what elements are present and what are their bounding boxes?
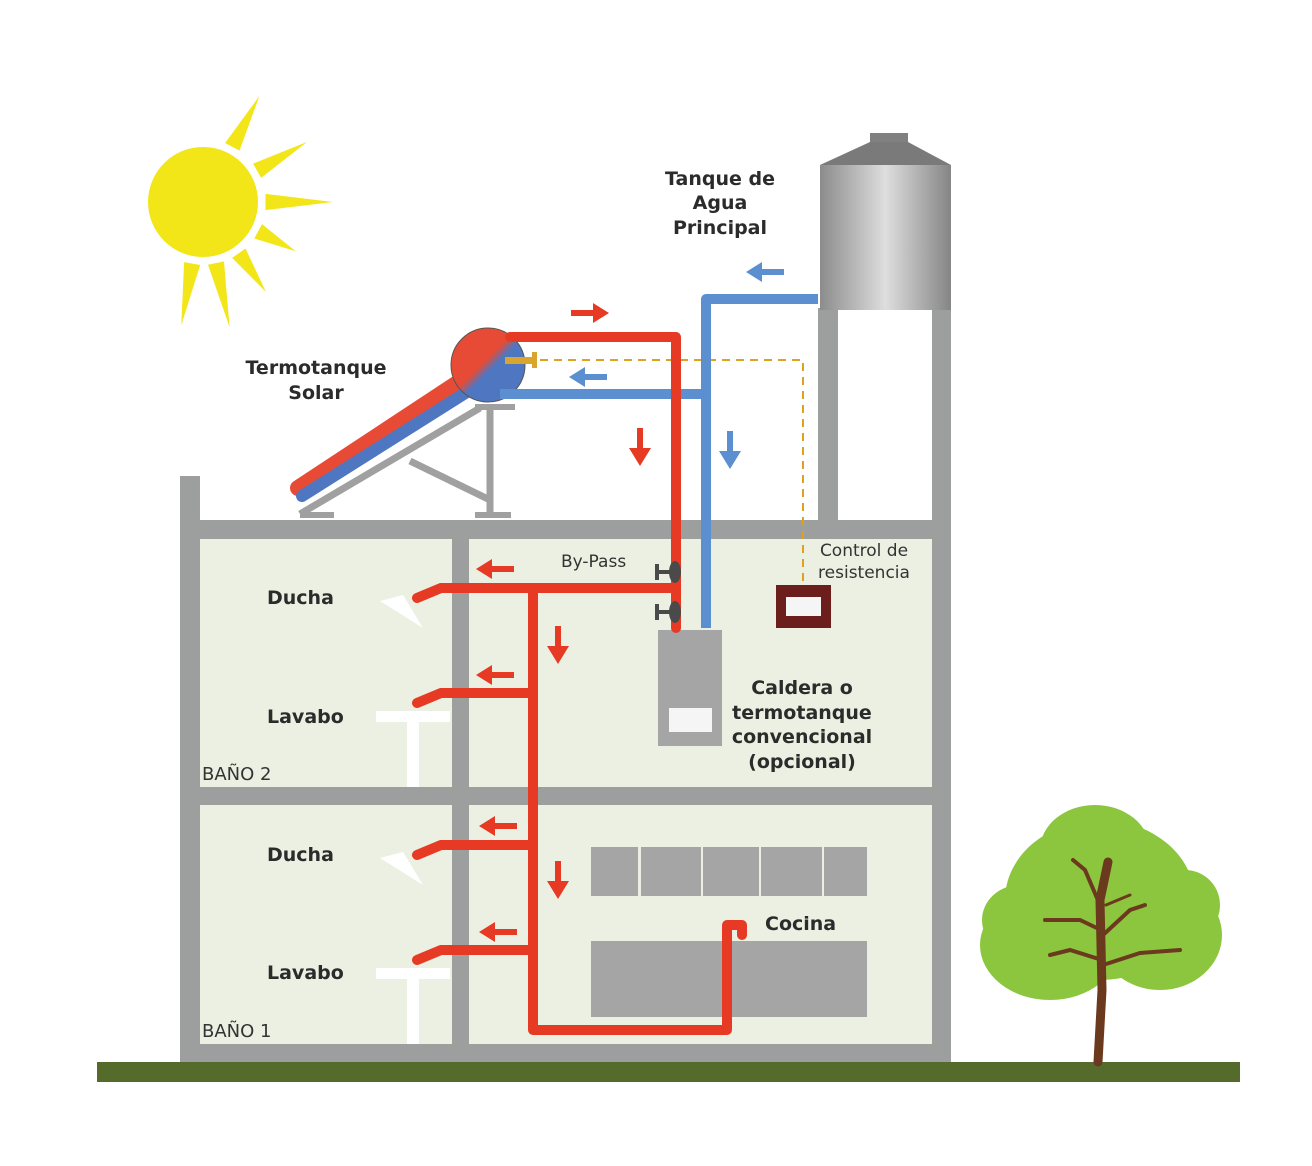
- shower-head-bano-1: [380, 852, 423, 885]
- tree-icon: [980, 805, 1222, 1067]
- sun-ray: [225, 96, 260, 151]
- arrow-icon: [476, 559, 514, 579]
- kitchen-label: Cocina: [765, 913, 836, 935]
- floor-slab: [180, 787, 951, 805]
- tank-leg-right: [932, 308, 951, 520]
- main-tank-label-3: Principal: [673, 217, 767, 239]
- ground: [97, 1062, 1240, 1082]
- resistance-control-label-2: resistencia: [818, 563, 910, 583]
- arrow-icon: [547, 626, 569, 664]
- arrow-icon: [547, 861, 569, 899]
- arrow-icon: [476, 665, 514, 685]
- resistance-control-box[interactable]: [776, 585, 831, 628]
- main-tank-label-2: Agua: [693, 192, 748, 214]
- flow-arrows: [476, 262, 784, 942]
- boiler-label-3: convencional: [732, 726, 872, 748]
- roof-slab: [180, 520, 951, 539]
- tank-leg-left: [818, 308, 838, 520]
- labels: Termotanque Solar Tanque de Agua Princip…: [202, 168, 910, 1042]
- boiler-label-1: Caldera o: [751, 677, 853, 699]
- sun-ray: [207, 261, 230, 328]
- solar-heater: [280, 327, 526, 518]
- sun-ray: [232, 248, 267, 293]
- boiler-label-4: (opcional): [748, 751, 856, 773]
- sun-icon: [148, 96, 333, 328]
- arrow-icon: [479, 816, 517, 836]
- bano-2-label: BAÑO 2: [202, 763, 271, 785]
- bypass-valves[interactable]: [655, 561, 681, 623]
- sink-bano-1-leg: [407, 968, 419, 1044]
- arrow-icon: [719, 431, 741, 469]
- bano-1-shower-label: Ducha: [267, 844, 334, 866]
- sink-bano-2-leg: [407, 711, 419, 787]
- ground-slab: [180, 1044, 951, 1062]
- sun-ray: [265, 193, 333, 211]
- heater-probe: [505, 357, 535, 364]
- solar-heater-label-2: Solar: [288, 382, 344, 404]
- sun-ray: [181, 262, 201, 326]
- bypass-label: By-Pass: [561, 552, 626, 572]
- sun-ray: [253, 142, 307, 178]
- wall-middle: [452, 539, 469, 1044]
- arrow-icon: [571, 303, 609, 323]
- valve-icon-upper: [655, 561, 681, 583]
- boiler-label-2: termotanque: [732, 702, 872, 724]
- sun-ray: [254, 224, 296, 252]
- control-wiring: [512, 359, 804, 585]
- arrow-icon: [569, 367, 607, 387]
- bano-1-label: BAÑO 1: [202, 1020, 271, 1042]
- parapet-left: [180, 476, 200, 1062]
- bano-2-sink-label: Lavabo: [267, 706, 344, 728]
- boiler: [658, 630, 722, 746]
- resistance-control-label-1: Control de: [820, 541, 908, 561]
- fixtures: [376, 595, 450, 1044]
- shower-head-bano-2: [380, 595, 423, 628]
- bano-2-shower-label: Ducha: [267, 587, 334, 609]
- valve-icon-lower: [655, 601, 681, 623]
- arrow-icon: [629, 428, 651, 466]
- bano-1-sink-label: Lavabo: [267, 962, 344, 984]
- hot-water-pipes: [412, 332, 747, 1035]
- solar-heater-label-1: Termotanque: [246, 357, 387, 379]
- main-water-tank: [820, 133, 951, 310]
- arrow-icon: [479, 922, 517, 942]
- arrow-icon: [746, 262, 784, 282]
- main-tank-label-1: Tanque de: [665, 168, 775, 190]
